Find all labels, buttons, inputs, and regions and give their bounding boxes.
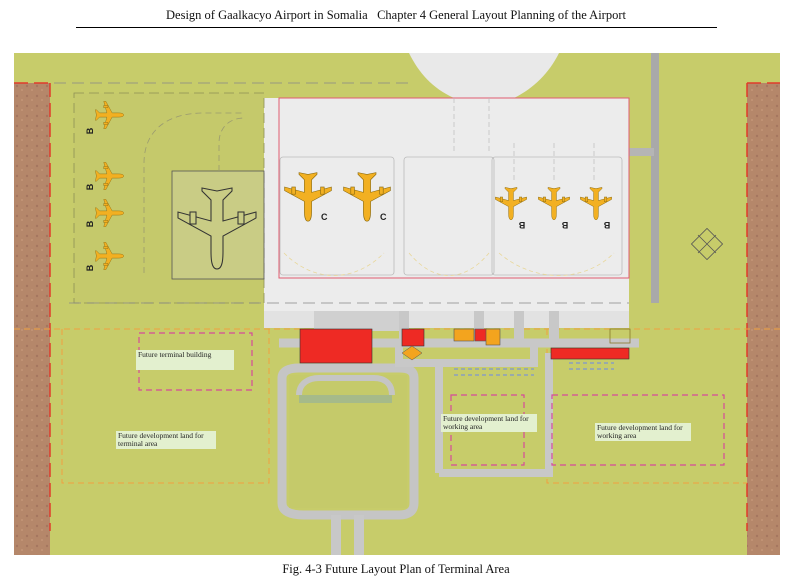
stand-code: C	[321, 212, 328, 222]
cargo-building	[550, 347, 630, 360]
header-text: Design of Gaalkacyo Airport in Somalia C…	[0, 8, 792, 23]
terminal-building	[299, 328, 373, 364]
label-text: Future development land for terminal are…	[118, 431, 204, 448]
figure-caption: Fig. 4-3 Future Layout Plan of Terminal …	[282, 562, 510, 576]
stand-code: B	[603, 220, 610, 230]
stand-code: B	[85, 127, 95, 134]
control-building	[401, 328, 425, 347]
support-building-1	[453, 328, 475, 342]
stand-code: B	[85, 183, 95, 190]
label-text: Future development land for working area	[597, 423, 683, 440]
stand-code: B	[85, 220, 95, 227]
support-building-3	[485, 328, 501, 346]
service-road-east	[651, 53, 659, 303]
stand-code: B	[561, 220, 568, 230]
airport-boundary	[14, 82, 780, 531]
terminal-area-plan: B B B B C C B B B Future terminal buildi…	[14, 53, 780, 555]
label-future-dev-terminal: Future development land for terminal are…	[116, 431, 216, 449]
terrain-right	[747, 83, 780, 555]
taxiway-funnel	[409, 53, 559, 98]
label-future-terminal-building: Future terminal building	[136, 350, 234, 370]
access-road	[331, 515, 364, 555]
label-future-dev-working-1: Future development land for working area	[441, 414, 537, 432]
future-working-area-zone-2	[551, 394, 725, 466]
stand-code: B	[85, 264, 95, 271]
stand-code: C	[380, 212, 387, 222]
support-building-2	[474, 328, 488, 342]
landside-loop-road	[277, 363, 419, 520]
label-text: Future development land for working area	[443, 414, 529, 431]
page-header: Design of Gaalkacyo Airport in Somalia C…	[0, 0, 792, 30]
terrain-left	[14, 83, 50, 555]
label-future-dev-working-2: Future development land for working area	[595, 423, 691, 441]
header-chapter: Chapter 4 General Layout Planning of the…	[377, 8, 626, 22]
label-text: Future terminal building	[138, 350, 212, 359]
header-rule	[76, 27, 717, 28]
plan-drawing: B B B B C C B B B	[14, 53, 780, 555]
header-title: Design of Gaalkacyo Airport in Somalia	[166, 8, 368, 22]
stand-code: B	[518, 220, 525, 230]
apron-main	[264, 98, 629, 311]
